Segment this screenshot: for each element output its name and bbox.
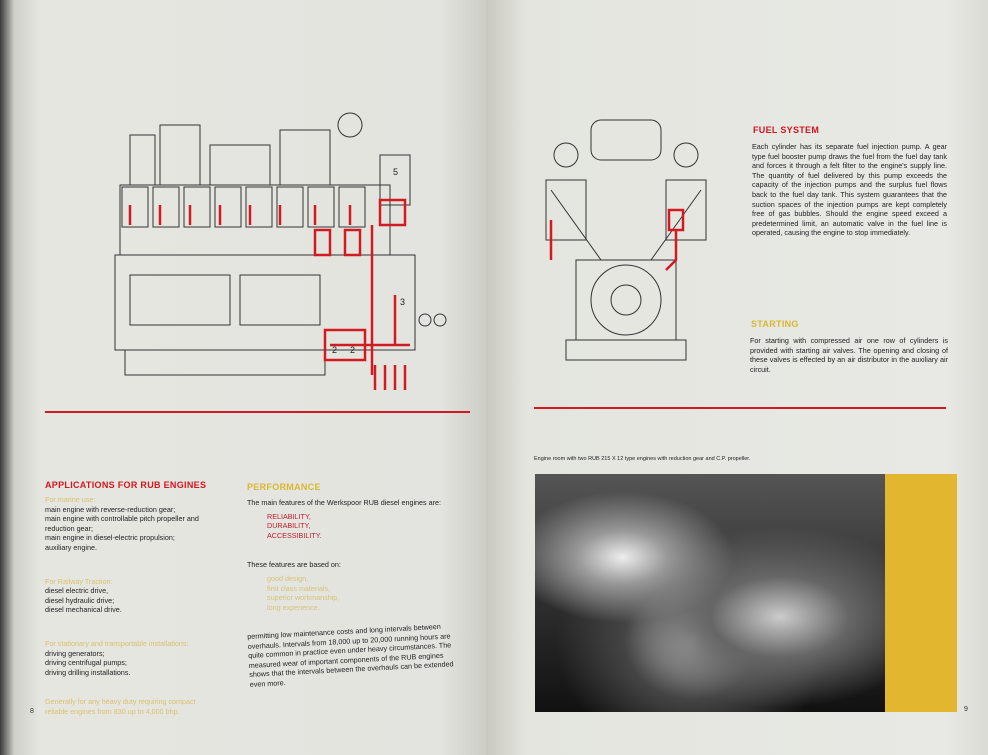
list-item: main engine with controllable pitch prop… (45, 514, 199, 533)
performance-intro: The main features of the Werkspoor RUB d… (247, 498, 442, 507)
general-note: Generally for any heavy duty requiring c… (45, 697, 196, 716)
list-item: main engine in diesel-electric propulsio… (45, 533, 175, 543)
list-item: diesel hydraulic drive; (45, 595, 115, 605)
red-divider (45, 411, 470, 413)
diagram-label: 2 (350, 345, 355, 355)
railway-heading: For Railway Traction: (45, 576, 113, 586)
engine-room-photo (535, 474, 885, 712)
list-item: diesel mechanical drive. (45, 605, 122, 615)
list-item: driving centrifugal pumps; (45, 658, 127, 668)
list-item: driving drilling installations. (45, 667, 131, 677)
feature-item: RELIABILITY, (267, 511, 311, 521)
list-item: main engine with reverse-reduction gear; (45, 504, 176, 514)
based-on-text: These features are based on: (247, 560, 341, 570)
basis-item: superior workmanship, (267, 593, 340, 603)
red-divider (534, 407, 946, 409)
fuel-system-body: Each cylinder has its separate fuel inje… (752, 142, 947, 238)
applications-title: APPLICATIONS FOR RUB ENGINES (45, 480, 207, 490)
feature-item: DURABILITY, (267, 521, 311, 531)
marine-heading: For marine use: (45, 495, 96, 504)
list-item: auxiliary engine. (45, 542, 97, 552)
page-number: 8 (30, 708, 34, 715)
diagram-label: 3 (400, 297, 405, 307)
performance-closing: permitting low maintenance costs and lon… (247, 622, 454, 690)
basis-item: long experience. (267, 602, 320, 612)
fuel-system-title: FUEL SYSTEM (753, 125, 820, 135)
basis-item: first class materials, (267, 583, 331, 593)
starting-title: STARTING (751, 319, 799, 329)
diagram-label: 2 (332, 345, 337, 355)
engine-side-diagram: 5 3 2 2 (114, 112, 447, 390)
photo-caption: Engine room with two RUB 215 X 12 type e… (534, 456, 751, 462)
list-item: driving generators; (45, 648, 105, 658)
engine-front-diagram (545, 119, 707, 361)
left-page: 5 3 2 2 APPLICATIONS FOR RUB ENGINES For… (0, 0, 486, 755)
performance-title: PERFORMANCE (247, 482, 321, 492)
list-item: diesel electric drive, (45, 586, 109, 596)
stationary-heading: For stationary and transportable install… (45, 638, 189, 648)
applications-text: For marine use: main engine with reverse… (45, 495, 220, 717)
page-number: 9 (964, 706, 968, 713)
basis-item: good design, (267, 573, 309, 583)
diagram-label: 5 (393, 167, 398, 177)
yellow-color-block (885, 474, 957, 712)
performance-text: The main features of the Werkspoor RUB d… (247, 498, 454, 690)
feature-item: ACCESSIBILITY. (267, 530, 322, 540)
starting-body: For starting with compressed air one row… (750, 336, 948, 374)
